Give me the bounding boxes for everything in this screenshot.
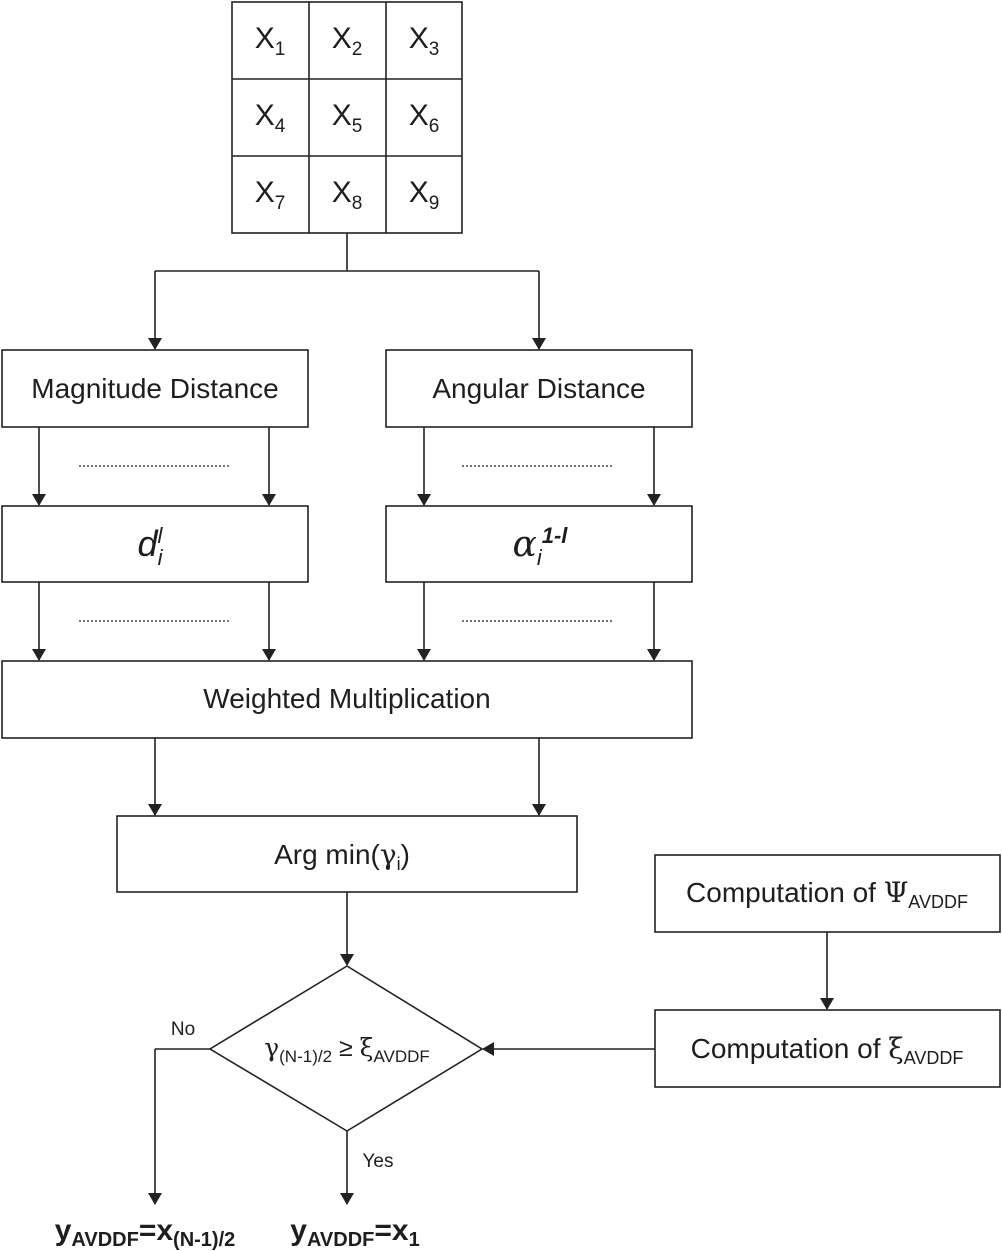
d-term-box (1, 505, 309, 583)
no-label: No (171, 1019, 195, 1040)
psi-computation-box (654, 854, 1001, 933)
d-term-label: dil (138, 523, 164, 570)
grid-cell-x8: X8 (332, 176, 363, 214)
decision-condition-label: γ(N-1)/2 ≥ ξAVDDF (264, 1033, 430, 1066)
weighted-multiplication-label: Weighted Multiplication (203, 683, 490, 714)
pixel-grid: X1 X2 X3 X4 X5 X6 X7 X8 X9 (231, 1, 463, 234)
argmin-label: Arg min(γi) (274, 838, 410, 874)
connector-grid-split (148, 233, 546, 350)
grid-frame (231, 1, 463, 234)
grid-cell-x2: X2 (332, 22, 363, 60)
no-output-formula: yAVDDF=x(N-1)/2 (55, 1214, 236, 1251)
yes-output-formula: yAVDDF=x1 (290, 1214, 419, 1251)
yes-label: Yes (363, 1151, 394, 1172)
grid-cell-x6: X6 (409, 99, 440, 137)
xi-computation-box (654, 1009, 1001, 1088)
argmin-box (116, 815, 578, 893)
angular-distance-box (385, 349, 693, 428)
xi-computation-label: Computation of ξAVDDF (691, 1032, 964, 1068)
grid-cell-x4: X4 (255, 99, 286, 137)
grid-cell-x9: X9 (409, 176, 440, 214)
grid-cell-x5: X5 (332, 99, 363, 137)
magnitude-distance-label: Magnitude Distance (31, 373, 278, 404)
alpha-term-label: αi1-l (513, 523, 569, 570)
grid-cell-x3: X3 (409, 22, 440, 60)
connector-weighted-to-argmin (148, 738, 546, 816)
weighted-multiplication-box (1, 660, 693, 739)
psi-computation-label: Computation of ΨAVDDF (686, 876, 968, 912)
angular-distance-label: Angular Distance (432, 373, 645, 404)
connector-distance-to-terms (32, 427, 661, 506)
grid-cell-x1: X1 (255, 22, 286, 60)
grid-cell-x7: X7 (255, 176, 286, 214)
connector-no-branch (148, 1048, 210, 1205)
alpha-term-box (385, 505, 693, 583)
connector-terms-to-weighted (32, 582, 661, 661)
magnitude-distance-box (1, 349, 309, 428)
